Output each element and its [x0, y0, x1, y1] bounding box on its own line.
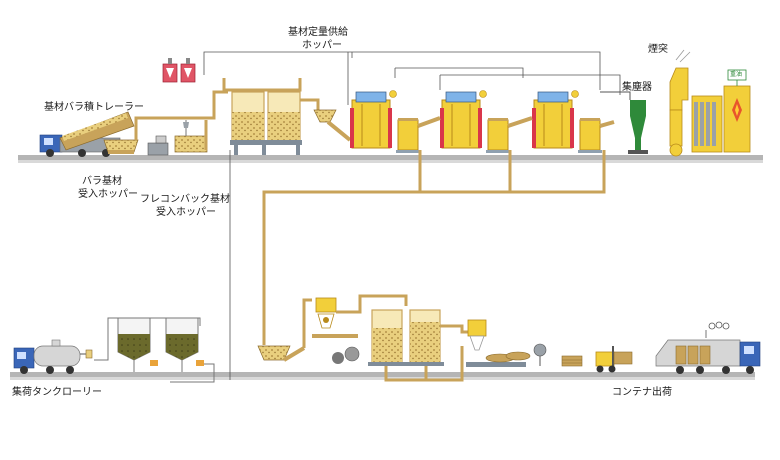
reactor-unit-2: [440, 90, 510, 153]
ground-upper: [18, 155, 763, 160]
flexcon-receiving-hopper: [147, 120, 208, 156]
control-lines: [203, 51, 621, 380]
container-shipping-label: コンテナ出荷: [612, 387, 672, 398]
flexcon-label-line1: フレコンバック基材: [140, 194, 230, 205]
lower-storage-silos: [368, 309, 464, 382]
bagged-product: [485, 343, 583, 367]
dust-collector-cyclone: [600, 91, 648, 154]
dust-collector-label: 集塵器: [622, 82, 652, 93]
bulk-hopper-label-line2: 受入ホッパー: [78, 189, 138, 200]
dosing-hopper: [300, 98, 352, 142]
bulk-receiving-hopper: [103, 139, 139, 154]
lower-receiving-hopper: [257, 298, 312, 362]
chimney-furnace: [669, 49, 751, 157]
bulk-trailer-truck: [39, 111, 135, 157]
tank-lorry-label: 集荷タンクローリー: [12, 387, 102, 398]
mixer-station: [312, 294, 408, 364]
upper-storage-silos: [222, 78, 302, 155]
feed-hopper-label-line2: ホッパー: [302, 40, 342, 51]
flexcon-label-line2: 受入ホッパー: [156, 207, 216, 218]
ground-lower: [10, 372, 755, 377]
liquid-storage-tanks: [94, 317, 215, 383]
chimney-label: 煙突: [648, 44, 668, 55]
feed-conveyor-pipe: [134, 90, 228, 150]
bulk-hopper-label-line1: バラ基材: [82, 176, 122, 187]
discharge-pipes: [262, 150, 606, 345]
forklift: [595, 346, 633, 373]
inter-reactor-screws: [417, 116, 615, 128]
feed-hopper-label-line1: 基材定量供給: [288, 27, 348, 38]
additive-tanks: [162, 58, 196, 83]
container-truck: [655, 321, 761, 374]
reactor-unit-3: [532, 90, 602, 153]
tank-lorry: [13, 339, 93, 374]
reactor-unit-1: [350, 90, 420, 153]
heavy-oil-tag: 重油: [730, 71, 743, 78]
bagging-unit: [440, 319, 526, 367]
bulk-trailer-label: 基材バラ積トレーラー: [44, 102, 144, 113]
